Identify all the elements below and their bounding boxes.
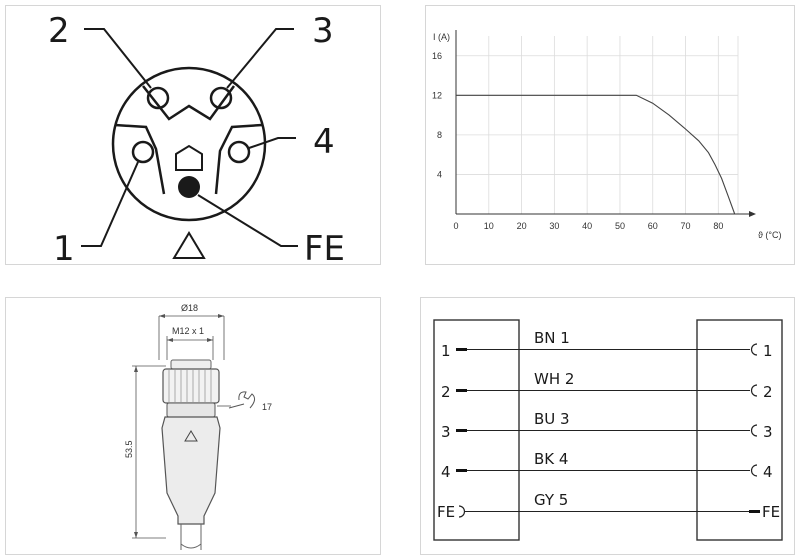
thread-label: M12 x 1	[172, 326, 204, 336]
leader-pin-2	[84, 28, 152, 89]
wire-row-1: 1 BN 1 1	[441, 329, 773, 360]
chart-grid	[456, 36, 739, 214]
thread-arrow-right	[207, 338, 213, 342]
y-tick-label: 8	[437, 130, 442, 140]
wiring-diagram-panel: 1 BN 1 1 2 WH 2 2 3 BU 3 3 4	[420, 297, 795, 555]
fe-contact	[178, 176, 200, 198]
diameter-label: Ø18	[181, 303, 198, 313]
length-arrow-bottom	[134, 532, 138, 538]
body-coding-triangle-icon	[184, 430, 198, 442]
x-tick-label: 30	[549, 221, 559, 231]
y-tick-label: 12	[432, 90, 442, 100]
leader-pin-3	[226, 28, 294, 89]
wire-color-label: GY 5	[534, 491, 568, 509]
connector-outline	[111, 66, 267, 222]
y-tick-label: 16	[432, 51, 442, 61]
female-contact-icon	[750, 343, 758, 356]
wire-color-label: BN 1	[534, 329, 570, 347]
male-contact-icon	[749, 510, 760, 513]
y-tick-label: 4	[437, 169, 442, 179]
derating-chart: 0 10 20 30 40 50 60 70 80 4 8 12 16 I (A) ϑ (°C)	[432, 30, 782, 240]
wrench-icon	[228, 391, 256, 409]
dimension-drawing-panel: Ø18 M12 x 1 53.5 17	[5, 297, 381, 555]
male-contact-icon	[456, 348, 467, 351]
right-pin-1-label: 1	[763, 342, 773, 360]
left-fe-label: FE	[437, 503, 455, 521]
derating-chart-panel: 0 10 20 30 40 50 60 70 80 4 8 12 16 I (A) ϑ (°C)	[425, 5, 795, 265]
leader-fe	[197, 194, 298, 247]
dia-arrow-left	[159, 314, 165, 318]
connector-front-cap	[170, 359, 212, 370]
left-pin-4-label: 4	[441, 463, 451, 481]
right-pin-4-label: 4	[763, 463, 773, 481]
x-tick-label: 40	[582, 221, 592, 231]
wire-row-2: 2 WH 2 2	[441, 370, 773, 401]
connector-body	[161, 416, 221, 525]
male-contact-icon	[456, 429, 467, 432]
wire-row-4: 4 BK 4 4	[441, 450, 773, 481]
cable-end	[180, 543, 202, 549]
pin-2-contact	[146, 86, 170, 110]
wire-color-label: WH 2	[534, 370, 574, 388]
male-contact-icon	[456, 389, 467, 392]
wire-row-3: 3 BU 3 3	[441, 410, 773, 441]
female-contact-icon	[458, 505, 466, 518]
x-tick-label: 0	[453, 221, 458, 231]
coding-triangle-icon	[172, 231, 206, 259]
chart-tick-labels: 0 10 20 30 40 50 60 70 80 4 8 12 16	[432, 51, 723, 231]
x-tick-label: 20	[517, 221, 527, 231]
insert-key-top	[142, 85, 236, 121]
male-contact-icon	[456, 469, 467, 472]
leader-pin-4	[248, 137, 296, 149]
right-pin-2-label: 2	[763, 383, 773, 401]
knurl-lines	[168, 370, 212, 402]
x-tick-label: 50	[615, 221, 625, 231]
pin-4-label: 4	[313, 122, 335, 162]
right-fe-label: FE	[762, 503, 780, 521]
x-axis-label: ϑ (°C)	[758, 230, 782, 240]
wiring-diagram: 1 BN 1 1 2 WH 2 2 3 BU 3 3 4	[433, 319, 783, 541]
pin-1-contact	[131, 140, 155, 164]
pin-4-contact	[227, 140, 251, 164]
insert-key-left	[114, 123, 166, 195]
female-contact-icon	[750, 384, 758, 397]
left-pin-1-label: 1	[441, 342, 451, 360]
fe-label: FE	[304, 229, 345, 269]
length-label: 53.5	[124, 440, 134, 458]
pin-3-label: 3	[312, 11, 334, 51]
leader-pin-1	[81, 161, 139, 247]
x-axis-arrow	[749, 211, 756, 217]
pin-2-label: 2	[48, 11, 70, 51]
pin-3-contact	[209, 86, 233, 110]
x-tick-label: 80	[713, 221, 723, 231]
female-contact-icon	[750, 424, 758, 437]
wire-color-label: BU 3	[534, 410, 570, 428]
wire-row-fe: FE GY 5 FE	[437, 491, 780, 521]
pin-layout-diagram: 2 3 4 1 FE	[48, 11, 345, 269]
current-derating-line	[456, 94, 736, 215]
thread-arrow-left	[167, 338, 173, 342]
right-pin-3-label: 3	[763, 423, 773, 441]
wrench-flats	[166, 402, 216, 418]
wire-color-label: BK 4	[534, 450, 568, 468]
x-tick-label: 60	[648, 221, 658, 231]
pin-1-label: 1	[53, 229, 75, 269]
pin-layout-panel: 2 3 4 1 FE	[5, 5, 381, 269]
dimension-drawing: Ø18 M12 x 1 53.5 17	[124, 303, 272, 550]
x-tick-label: 10	[484, 221, 494, 231]
dia-arrow-right	[218, 314, 224, 318]
cable-outline	[180, 524, 202, 550]
length-arrow-top	[134, 366, 138, 372]
x-tick-label: 70	[681, 221, 691, 231]
wrench-size-label: 17	[262, 402, 272, 412]
chart-axes	[455, 30, 756, 217]
y-axis-label: I (A)	[433, 32, 450, 42]
left-pin-3-label: 3	[441, 423, 451, 441]
female-contact-icon	[750, 464, 758, 477]
insert-key-right	[214, 123, 263, 195]
left-pin-2-label: 2	[441, 383, 451, 401]
insert-key-bottom	[175, 144, 203, 171]
